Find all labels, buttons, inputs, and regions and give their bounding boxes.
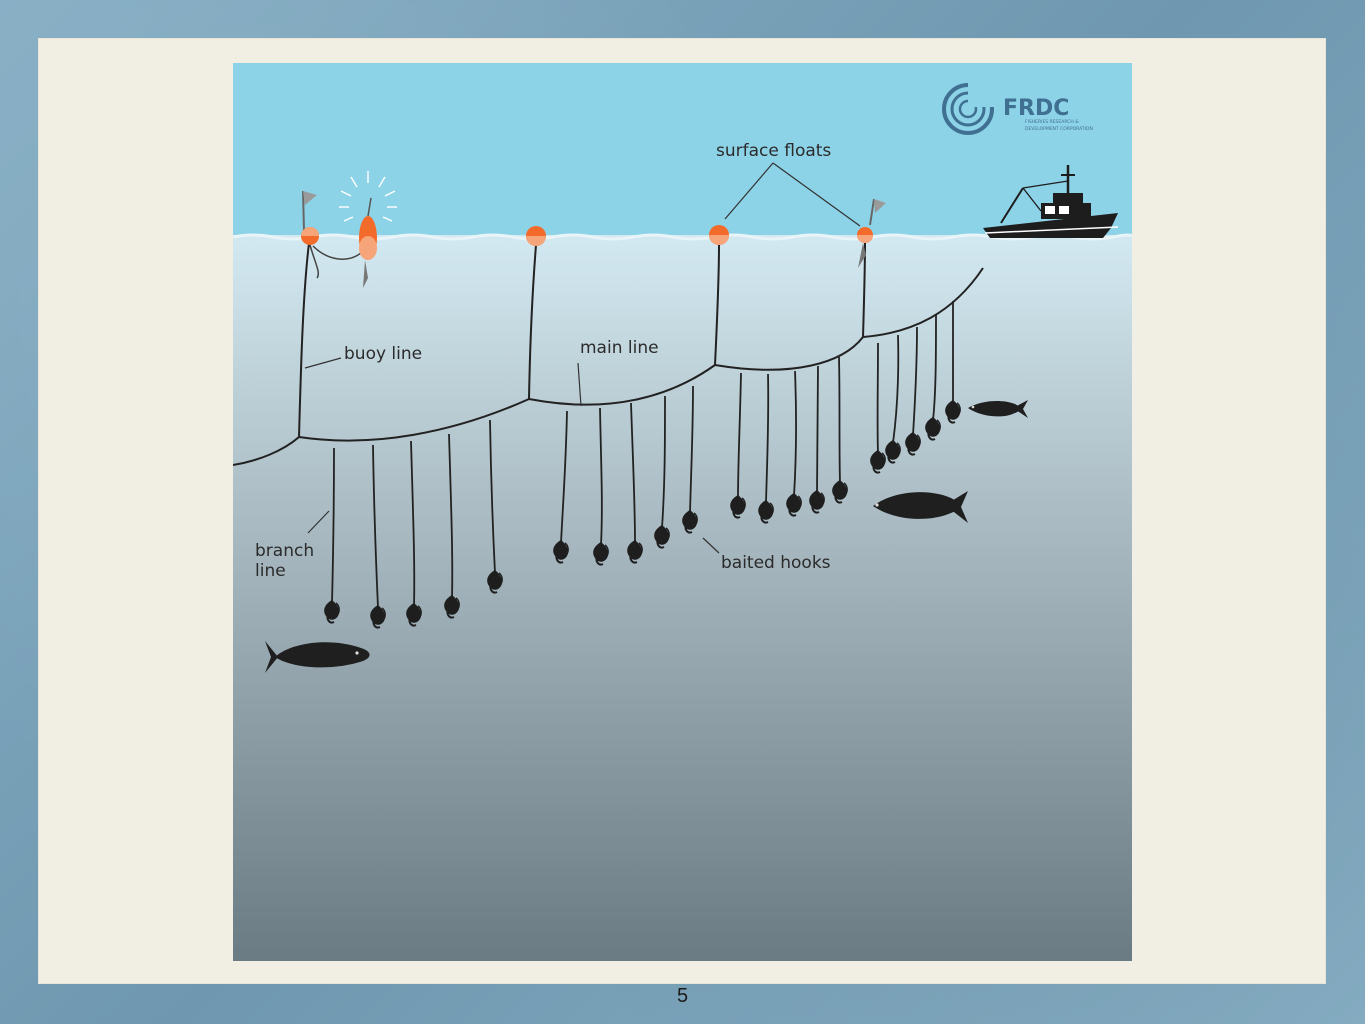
float-light-buoy [339,171,397,288]
branch-lines [331,301,954,609]
label-baited-hooks: baited hooks [721,553,831,573]
fish-icon [873,491,968,523]
page-number: 5 [676,985,689,1007]
diagram-svg: FRDC FISHERIES RESEARCH & DEVELOPMENT CO… [233,63,1132,961]
label-branch-line-1: branch [255,541,314,561]
flag-icon [303,191,317,205]
frdc-logo: FRDC FISHERIES RESEARCH & DEVELOPMENT CO… [942,83,1093,135]
flag-icon [874,199,886,213]
logo-name: FRDC [1003,96,1069,121]
longline-diagram: FRDC FISHERIES RESEARCH & DEVELOPMENT CO… [233,63,1132,961]
buoy-lines [298,242,866,438]
leader-lines [304,162,861,554]
fish-icon [265,641,370,673]
label-buoy-line: buoy line [344,344,422,364]
float-3 [709,225,729,245]
fish-icon [968,400,1028,418]
float-4 [857,198,886,268]
label-branch-line-2: line [255,561,286,581]
logo-subtitle-2: DEVELOPMENT CORPORATION [1025,126,1093,132]
frdc-swirl-icon [942,83,994,135]
surface-floats [301,171,886,288]
main-line [233,267,984,466]
float-2 [526,226,546,246]
light-flash-icon [339,171,397,222]
sky [233,63,1132,238]
label-main-line: main line [580,338,659,358]
fishing-boat-icon [983,165,1119,238]
logo-subtitle-1: FISHERIES RESEARCH & [1025,119,1079,125]
float-1 [301,190,362,279]
label-surface-floats: surface floats [716,141,831,161]
water [233,235,1132,961]
